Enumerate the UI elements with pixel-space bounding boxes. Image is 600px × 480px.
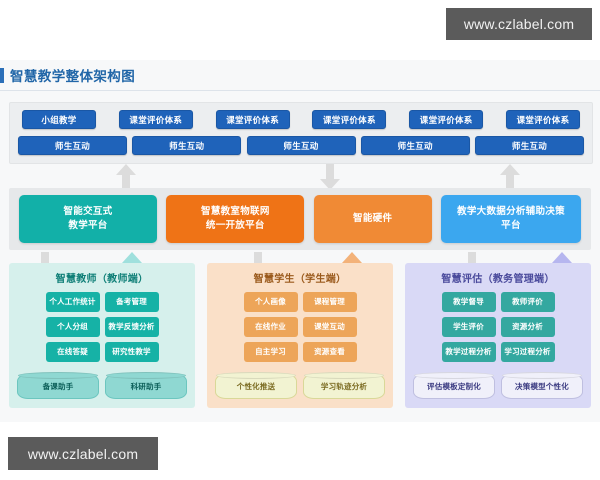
card-header: 智慧教学整体架构图 — [0, 60, 600, 91]
feature-chip[interactable]: 个人工作统计 — [45, 292, 100, 312]
assistant-cylinder[interactable]: 备课助手 — [17, 372, 99, 399]
panel-cylinder-row: 评估模板定制化 决策模型个性化 — [413, 372, 583, 399]
panel-chip-grid: 教学督导 教师评价 学生评价 资源分析 教学过程分析 学习过程分析 — [413, 292, 583, 362]
platform-card[interactable]: 教学大数据分析辅助决策 平台 — [440, 195, 581, 243]
feature-chip[interactable]: 研究性教学 — [104, 342, 159, 362]
arrow-down-icon — [320, 164, 340, 190]
platform-card[interactable]: 智能交互式 教学平台 — [19, 195, 157, 243]
feature-chip[interactable]: 教学过程分析 — [441, 342, 496, 362]
platform-line-2: 统一开放平台 — [205, 220, 265, 231]
panel-title: 智慧评估（教务管理端） — [441, 274, 555, 285]
feature-chip[interactable]: 资源查看 — [302, 342, 357, 362]
panel-cylinder-row: 个性化推送 学习轨迹分析 — [215, 372, 385, 399]
feature-chip[interactable]: 教学督导 — [441, 292, 496, 312]
platform-line-1: 智能硬件 — [353, 212, 393, 224]
feature-chip[interactable]: 学习过程分析 — [500, 342, 555, 362]
assistant-cylinder[interactable]: 决策模型个性化 — [501, 372, 583, 399]
top-button-row-2: 师生互动 师生互动 师生互动 师生互动 师生互动 — [10, 136, 592, 155]
platform-row: 智能交互式 教学平台 智慧教室物联网 统一开放平台 智能硬件 教学大数据分析辅助… — [9, 188, 591, 250]
platform-card[interactable]: 智能硬件 — [313, 195, 432, 243]
role-panels: 智慧教师（教师端） 个人工作统计 备考管理 个人分组 教学反馈分析 在线答疑 研… — [9, 263, 591, 408]
panel-evaluation: 智慧评估（教务管理端） 教学督导 教师评价 学生评价 资源分析 教学过程分析 学… — [405, 263, 591, 408]
feature-chip[interactable]: 教学反馈分析 — [104, 317, 159, 337]
interaction-button[interactable]: 师生互动 — [132, 136, 242, 155]
watermark-top-text: www.czlabel.com — [463, 16, 575, 32]
top-button-row-1: 小组教学 课堂评价体系 课堂评价体系 课堂评价体系 课堂评价体系 课堂评价体系 — [10, 110, 592, 129]
panel-title: 智慧教师（教师端） — [55, 274, 149, 285]
interaction-button[interactable]: 师生互动 — [475, 136, 584, 155]
top-button[interactable]: 课堂评价体系 — [409, 110, 484, 129]
feature-chip[interactable]: 在线作业 — [243, 317, 298, 337]
top-button[interactable]: 课堂评价体系 — [215, 110, 290, 129]
panel-teacher: 智慧教师（教师端） 个人工作统计 备考管理 个人分组 教学反馈分析 在线答疑 研… — [9, 263, 195, 408]
title-accent-bar — [0, 67, 4, 83]
feature-chip[interactable]: 自主学习 — [243, 342, 298, 362]
interaction-button[interactable]: 师生互动 — [18, 136, 127, 155]
top-button[interactable]: 课堂评价体系 — [118, 110, 193, 129]
top-button[interactable]: 小组教学 — [22, 110, 96, 129]
feature-chip[interactable]: 个人分组 — [45, 317, 100, 337]
platform-card[interactable]: 智慧教室物联网 统一开放平台 — [166, 195, 305, 243]
platform-line-1: 智能交互式 — [63, 205, 113, 217]
page-title: 智慧教学整体架构图 — [10, 69, 136, 84]
top-button[interactable]: 课堂评价体系 — [312, 110, 387, 129]
feature-chip[interactable]: 课堂互动 — [302, 317, 357, 337]
top-capability-band: 小组教学 课堂评价体系 课堂评价体系 课堂评价体系 课堂评价体系 课堂评价体系 … — [9, 102, 593, 164]
feature-chip[interactable]: 学生评价 — [441, 317, 496, 337]
architecture-card: 智慧教学整体架构图 小组教学 课堂评价体系 课堂评价体系 课堂评价体系 课堂评价… — [0, 60, 600, 422]
panel-student: 智慧学生（学生端） 个人画像 课程管理 在线作业 课堂互动 自主学习 资源查看 … — [207, 263, 393, 408]
watermark-bottom: www.czlabel.com — [8, 437, 158, 470]
panel-chip-grid: 个人画像 课程管理 在线作业 课堂互动 自主学习 资源查看 — [215, 292, 385, 362]
panel-title: 智慧学生（学生端） — [253, 274, 347, 285]
top-button[interactable]: 课堂评价体系 — [505, 110, 580, 129]
feature-chip[interactable]: 课程管理 — [302, 292, 357, 312]
feature-chip[interactable]: 个人画像 — [243, 292, 298, 312]
watermark-bottom-text: www.czlabel.com — [27, 445, 139, 462]
assistant-cylinder[interactable]: 评估模板定制化 — [413, 372, 495, 399]
feature-chip[interactable]: 在线答疑 — [45, 342, 100, 362]
platform-line-1: 智慧教室物联网 — [201, 205, 270, 217]
platform-line-2: 平台 — [501, 220, 521, 231]
platform-line-2: 教学平台 — [68, 220, 108, 231]
panel-cylinder-row: 备课助手 科研助手 — [17, 372, 187, 399]
feature-chip[interactable]: 备考管理 — [104, 292, 159, 312]
interaction-button[interactable]: 师生互动 — [246, 136, 356, 155]
assistant-cylinder[interactable]: 科研助手 — [105, 372, 187, 399]
assistant-cylinder[interactable]: 个性化推送 — [215, 372, 297, 399]
watermark-top: www.czlabel.com — [446, 8, 592, 40]
arrow-up-icon — [500, 164, 520, 190]
arrow-up-icon — [116, 164, 136, 190]
feature-chip[interactable]: 资源分析 — [500, 317, 555, 337]
panel-chip-grid: 个人工作统计 备考管理 个人分组 教学反馈分析 在线答疑 研究性教学 — [17, 292, 187, 362]
platform-line-1: 教学大数据分析辅助决策 — [457, 205, 565, 217]
feature-chip[interactable]: 教师评价 — [500, 292, 555, 312]
interaction-button[interactable]: 师生互动 — [360, 136, 470, 155]
assistant-cylinder[interactable]: 学习轨迹分析 — [303, 372, 385, 399]
